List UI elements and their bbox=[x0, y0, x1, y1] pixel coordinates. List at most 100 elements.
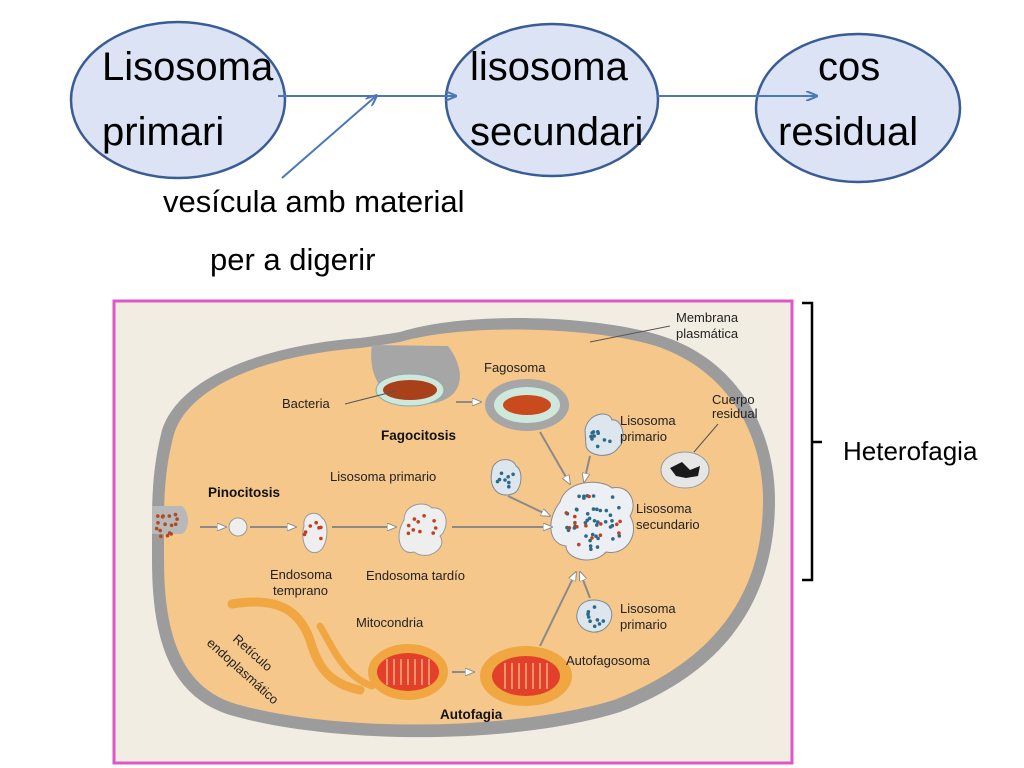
label-cuerpo-residual-1: Cuerpo bbox=[712, 392, 755, 407]
particle-dot bbox=[406, 531, 411, 536]
particle-dot bbox=[577, 494, 581, 499]
fagosoma-bacteria bbox=[503, 395, 551, 415]
particle-dot bbox=[585, 512, 590, 516]
label-endosoma-temprano-1: Endosoma bbox=[270, 567, 333, 582]
particle-dot bbox=[175, 517, 179, 521]
particle-dot bbox=[590, 536, 594, 540]
lisosoma-primario-mid-shape bbox=[490, 459, 522, 496]
particle-dot bbox=[418, 529, 422, 534]
particle-dot bbox=[617, 534, 622, 538]
particle-dot bbox=[319, 536, 323, 541]
particle-dot bbox=[590, 437, 594, 441]
particle-dot bbox=[586, 610, 591, 614]
particle-dot bbox=[416, 520, 421, 524]
particle-dot bbox=[163, 522, 167, 526]
particle-dot bbox=[602, 438, 607, 442]
particle-dot bbox=[564, 511, 569, 515]
particle-dot bbox=[598, 533, 603, 537]
particle-dot bbox=[587, 516, 592, 521]
particle-dot bbox=[506, 475, 511, 479]
particle-dot bbox=[597, 622, 602, 626]
particle-dot bbox=[169, 523, 174, 528]
particle-dot bbox=[584, 534, 588, 538]
particle-dot bbox=[586, 615, 591, 619]
particle-dot bbox=[156, 521, 160, 525]
label-heterofagia: Heterofagia bbox=[843, 436, 978, 466]
label-endosoma-tardio: Endosoma tardío bbox=[366, 568, 465, 583]
leader-lines bbox=[344, 325, 719, 453]
arrow-vesicle-to-flow bbox=[281, 96, 376, 179]
node2-line2: secundari bbox=[470, 110, 643, 154]
particle-dot bbox=[598, 508, 603, 513]
particle-dot bbox=[511, 472, 515, 477]
mitochondria-cristae-1 bbox=[386, 659, 430, 685]
label-pinocitosis: Pinocitosis bbox=[208, 485, 280, 500]
lisosoma-primario-bottom-shape bbox=[576, 599, 613, 633]
particle-dot bbox=[303, 530, 308, 534]
node-cos-residual bbox=[754, 32, 962, 184]
particle-dot bbox=[507, 480, 511, 485]
particle-dot bbox=[503, 478, 507, 482]
particle-dot bbox=[608, 525, 613, 529]
particle-dot bbox=[604, 508, 609, 513]
particle-dot bbox=[601, 619, 606, 623]
particle-dot bbox=[592, 605, 597, 609]
label-autofagosoma: Autofagosoma bbox=[566, 653, 651, 668]
particle-dot bbox=[432, 519, 436, 523]
input-label-line2: per a digerir bbox=[210, 242, 375, 277]
particle-dot bbox=[411, 528, 416, 532]
endosoma-tardio-dots bbox=[406, 514, 438, 536]
particle-dot bbox=[165, 533, 170, 538]
label-endosoma-temprano-2: temprano bbox=[273, 583, 328, 598]
label-fagocitosis: Fagocitosis bbox=[381, 428, 456, 443]
particle-dot bbox=[617, 531, 621, 535]
label-membrana-2: plasmática bbox=[676, 326, 739, 341]
node1-line2: primari bbox=[102, 110, 224, 154]
particle-dot bbox=[158, 528, 162, 533]
particle-dot bbox=[169, 532, 173, 536]
lis-primario-mid-dots bbox=[495, 471, 515, 489]
particle-dot bbox=[595, 523, 599, 527]
particle-dot bbox=[611, 537, 615, 541]
pinocytosis-dots bbox=[154, 512, 179, 539]
particle-dot bbox=[603, 520, 608, 524]
particle-dot bbox=[156, 514, 160, 518]
label-lis-secundario-1: Lisosoma bbox=[636, 501, 692, 516]
particle-dot bbox=[590, 532, 595, 537]
particle-dot bbox=[617, 505, 621, 510]
particle-dot bbox=[595, 444, 600, 449]
reticulo-endoplasmatico-shape-2 bbox=[316, 622, 376, 690]
particle-dot bbox=[433, 526, 438, 530]
label-lis-primario-top-2: primario bbox=[620, 429, 667, 444]
particle-dot bbox=[314, 520, 319, 525]
particle-dot bbox=[567, 526, 572, 530]
label-lis-primario-top-1: Lisosoma bbox=[620, 413, 676, 428]
node2-line1: lisosoma bbox=[470, 45, 629, 89]
label-mitocondria: Mitocondria bbox=[356, 615, 424, 630]
particle-dot bbox=[412, 517, 417, 521]
particle-dot bbox=[595, 618, 600, 622]
particle-dot bbox=[596, 520, 600, 524]
particle-dot bbox=[588, 619, 592, 623]
particle-dot bbox=[584, 523, 588, 528]
lis-primario-bottom-dots bbox=[586, 605, 606, 629]
endosoma-temprano-shape bbox=[302, 512, 328, 554]
particle-dot bbox=[599, 522, 603, 526]
label-lis-primario-bottom-1: Lisosoma bbox=[620, 601, 676, 616]
pinocytic-vesicle bbox=[228, 517, 248, 537]
particle-dot bbox=[594, 534, 598, 538]
label-lis-primario-bottom-2: primario bbox=[620, 617, 667, 632]
node3-line1: cos bbox=[818, 45, 880, 89]
particle-dot bbox=[592, 624, 597, 629]
particle-dot bbox=[575, 525, 579, 529]
particle-dot bbox=[592, 434, 596, 438]
particle-dot bbox=[588, 538, 592, 543]
label-membrana-1: Membrana bbox=[676, 310, 739, 325]
particle-dot bbox=[587, 494, 591, 499]
particle-dot bbox=[573, 520, 577, 525]
node1-line1: Lisosoma bbox=[102, 45, 274, 89]
endosoma-tardio-shape bbox=[398, 503, 447, 556]
bacteria-shape bbox=[383, 380, 437, 400]
internal-arrows bbox=[200, 402, 591, 672]
